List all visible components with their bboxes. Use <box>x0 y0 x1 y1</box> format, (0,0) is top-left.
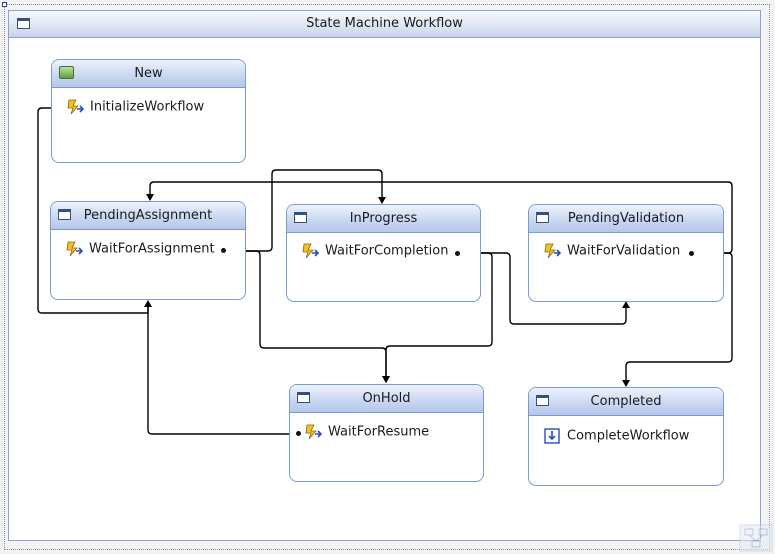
state-on-hold[interactable]: OnHold WaitForResume <box>289 384 484 482</box>
state-title: PendingValidation <box>567 211 685 226</box>
state-title: New <box>134 66 163 81</box>
state-header: PendingAssignment <box>51 202 245 230</box>
state-title: OnHold <box>362 391 411 406</box>
workflow-title: State Machine Workflow <box>306 16 463 31</box>
state-title: PendingAssignment <box>83 208 213 223</box>
state-machine-icon <box>17 18 30 29</box>
state-icon <box>536 212 549 223</box>
state-new[interactable]: New InitializeWorkflow <box>51 59 246 163</box>
initial-state-icon <box>59 66 74 79</box>
state-finalization-icon <box>544 428 560 444</box>
connection-point[interactable] <box>455 251 460 256</box>
event-driven-icon <box>66 241 83 257</box>
activity-label: WaitForValidation <box>567 243 681 259</box>
state-header: New <box>52 60 245 88</box>
activity-label: WaitForResume <box>328 424 430 440</box>
selection-handle[interactable] <box>2 2 7 7</box>
transition-assignment-to-inprogress[interactable] <box>226 169 386 252</box>
resize-grip-icon[interactable] <box>739 524 773 552</box>
activity-label: InitializeWorkflow <box>90 99 205 115</box>
activity-label: WaitForAssignment <box>89 241 215 257</box>
state-icon <box>297 392 310 403</box>
state-header: PendingValidation <box>529 205 723 233</box>
selection-outline <box>4 4 770 550</box>
activity-wait-for-validation[interactable]: WaitForValidation <box>543 242 680 260</box>
transition-validation-to-assignment[interactable] <box>146 181 733 254</box>
transition-to-new[interactable] <box>37 104 149 314</box>
state-header: InProgress <box>287 205 480 233</box>
transition-completion-to-validation[interactable] <box>458 252 630 325</box>
state-in-progress[interactable]: InProgress WaitForCompletion <box>286 204 481 302</box>
state-completed[interactable]: Completed CompleteWorkflow <box>528 387 724 486</box>
event-driven-icon <box>302 243 319 259</box>
state-header: OnHold <box>290 385 483 413</box>
activity-complete-workflow[interactable]: CompleteWorkflow <box>543 427 689 445</box>
transition-validation-to-completed[interactable] <box>622 252 733 387</box>
activity-wait-for-assignment[interactable]: WaitForAssignment <box>65 240 215 258</box>
state-pending-validation[interactable]: PendingValidation WaitForValidation <box>528 204 724 302</box>
event-driven-icon <box>305 424 322 440</box>
event-driven-icon <box>67 99 84 115</box>
transition-assignment-to-onhold[interactable] <box>226 250 390 383</box>
activity-wait-for-resume[interactable]: WaitForResume <box>304 423 429 441</box>
connection-point[interactable] <box>296 431 301 436</box>
connection-point[interactable] <box>221 248 226 253</box>
transition-completion-to-onhold[interactable] <box>382 252 493 383</box>
state-title: Completed <box>590 394 662 409</box>
activity-initialize-workflow[interactable]: InitializeWorkflow <box>66 98 204 116</box>
connection-point[interactable] <box>689 251 694 256</box>
state-icon <box>294 212 307 223</box>
state-icon <box>58 209 71 220</box>
activity-label: WaitForCompletion <box>325 243 449 259</box>
state-pending-assignment[interactable]: PendingAssignment WaitForAssignment <box>50 201 246 300</box>
workflow-header[interactable]: State Machine Workflow <box>9 11 760 38</box>
transition-resume-to-assignment[interactable] <box>144 300 302 435</box>
state-icon <box>536 395 549 406</box>
state-title: InProgress <box>349 211 418 226</box>
state-header: Completed <box>529 388 723 416</box>
event-driven-icon <box>544 243 561 259</box>
activity-label: CompleteWorkflow <box>567 428 690 444</box>
activity-wait-for-completion[interactable]: WaitForCompletion <box>301 242 448 260</box>
